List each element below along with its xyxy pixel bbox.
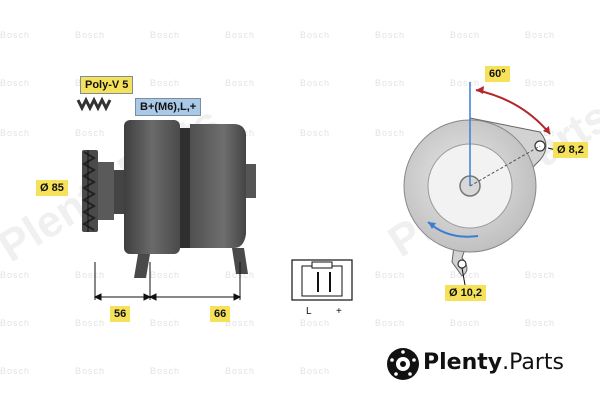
connector-plus-label: + — [336, 306, 342, 317]
front-housing — [124, 120, 180, 278]
pulley — [82, 150, 124, 232]
pulley-diameter-label: Ø 85 — [36, 180, 68, 196]
dimension-56-label: 56 — [110, 306, 131, 322]
brake-disc-icon — [387, 348, 419, 380]
connector-l-label: L — [306, 306, 312, 317]
angle-label: 60° — [485, 66, 510, 82]
bottom-hole-label: Ø 10,2 — [445, 285, 487, 301]
connector-plug — [291, 259, 353, 301]
rear-housing — [190, 124, 256, 274]
hole-diameter-label: Ø 8,2 — [553, 142, 588, 158]
leader-line — [461, 267, 466, 286]
dimension-lines — [87, 150, 242, 301]
angle-arc — [469, 82, 551, 187]
terminal-label: B+(M6),L,+ — [135, 98, 202, 116]
belt-groove-icon — [76, 96, 112, 112]
plentyparts-logo: Plenty.Parts — [385, 344, 595, 384]
belt-label: Poly-V 5 — [80, 76, 134, 94]
dimension-66-label: 66 — [210, 306, 231, 322]
alternator-end-view — [403, 117, 547, 277]
stator — [180, 128, 190, 248]
logo-text: Plenty.Parts — [423, 350, 564, 375]
